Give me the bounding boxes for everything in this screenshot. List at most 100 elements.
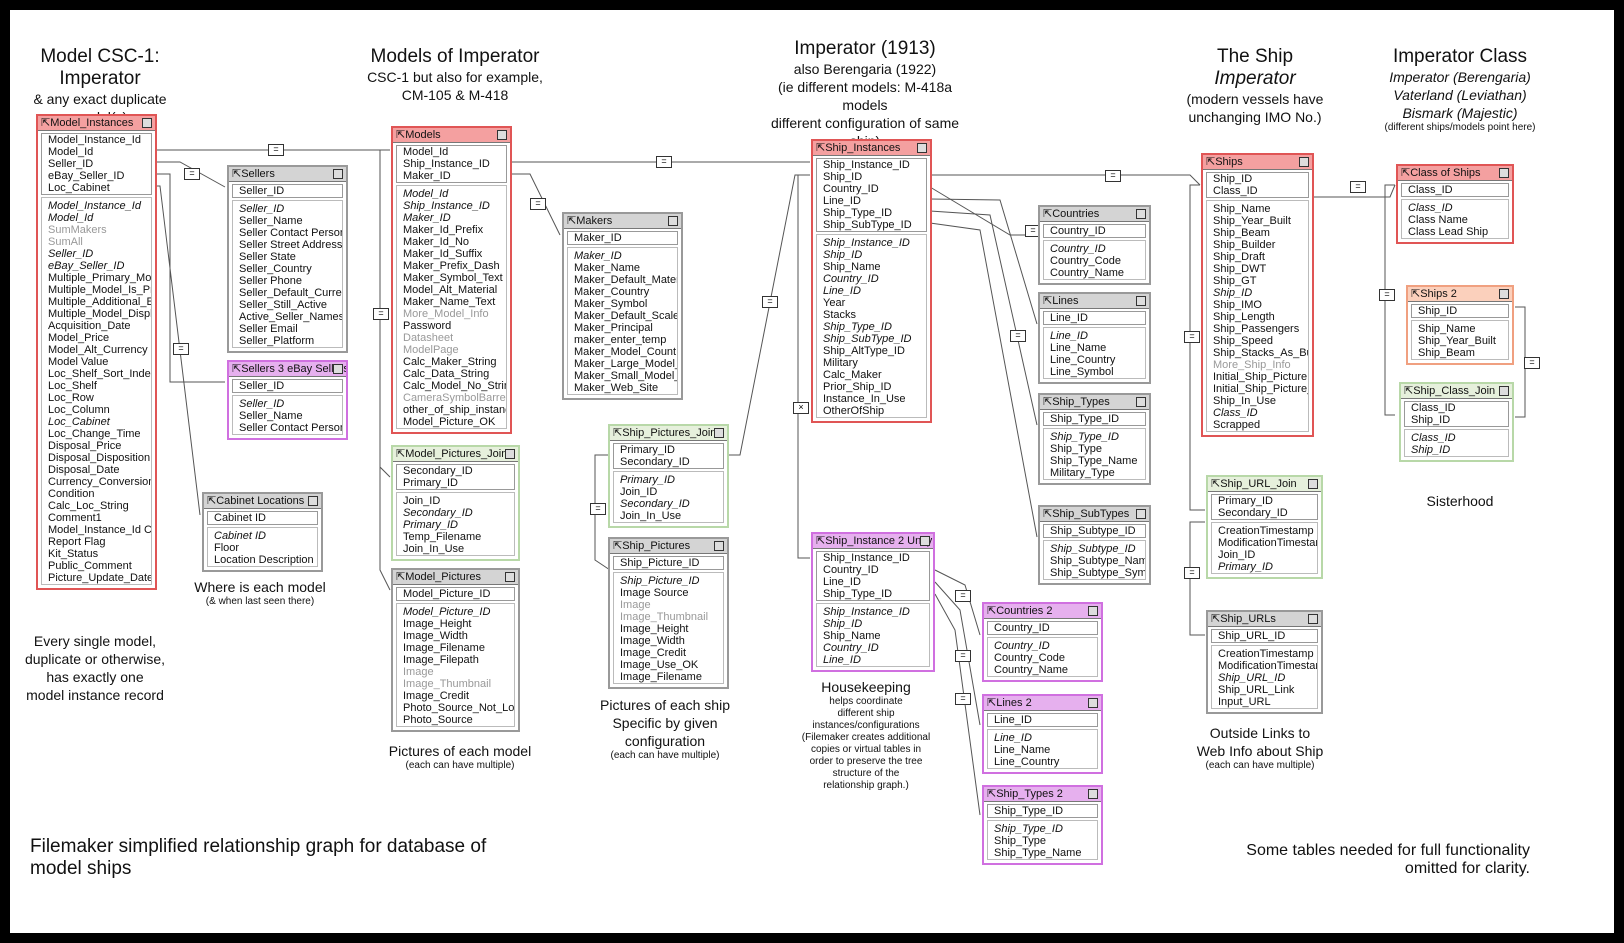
table-field[interactable]: Prior_Ship_ID — [823, 381, 892, 393]
table-header[interactable]: ⇱Countries 2 — [984, 604, 1101, 619]
key-field[interactable]: Maker_ID — [574, 232, 622, 244]
table-header[interactable]: ⇱Cabinet Locations — [204, 494, 321, 509]
table-field[interactable]: Maker_ID — [574, 250, 622, 262]
table-field[interactable]: Ship_Instance_ID — [403, 200, 490, 212]
key-field[interactable]: Ship_SubType_ID — [823, 219, 912, 231]
table-field[interactable]: Ship_Beam — [1418, 347, 1475, 359]
table-field[interactable]: Image_Credit — [403, 690, 470, 702]
table-field[interactable]: Initial_Ship_Picture_... — [1213, 383, 1308, 395]
table-field[interactable]: Military — [823, 357, 858, 369]
table-field[interactable]: Ship_Type_ID — [994, 823, 1063, 835]
key-field[interactable]: Country_ID — [823, 564, 879, 576]
table-field[interactable]: Ship_SubType_ID — [823, 333, 912, 345]
key-field[interactable]: Ship_ID — [1418, 305, 1458, 317]
table-field[interactable]: ModificationTimestamp — [1218, 537, 1317, 549]
key-field[interactable]: Seller_ID — [239, 380, 285, 392]
table-header[interactable]: ⇱Ship_Instances — [813, 141, 930, 156]
collapse-icon[interactable] — [333, 364, 343, 374]
table-field[interactable]: Image_Thumbnail — [403, 678, 492, 690]
table-field[interactable]: Comment1 — [48, 512, 102, 524]
table-field[interactable]: Ship_Name — [1213, 203, 1271, 215]
table-field[interactable]: Line_Country — [1050, 354, 1116, 366]
table-field[interactable]: Ship_Type — [994, 835, 1046, 847]
table-field[interactable]: Ship_Passengers — [1213, 323, 1300, 335]
table-header[interactable]: ⇱Ships 2 — [1408, 287, 1512, 302]
key-field[interactable]: Class_ID — [1411, 402, 1456, 414]
table-field[interactable]: Ship_AltType_ID — [823, 345, 905, 357]
key-field[interactable]: Ship_ID — [1411, 414, 1451, 426]
key-field[interactable]: Primary_ID — [620, 444, 676, 456]
table-field[interactable]: Seller_Still_Active — [239, 299, 328, 311]
table-field[interactable]: Temp_Filename — [403, 531, 482, 543]
table-field[interactable]: Ship_ID — [1213, 287, 1253, 299]
table-field[interactable]: Ship_ID — [1411, 444, 1451, 456]
table-field[interactable]: Model_Id — [48, 212, 94, 224]
table-field[interactable]: Ship_GT — [1213, 275, 1257, 287]
table-field[interactable]: Report Flag — [48, 536, 106, 548]
collapse-icon[interactable] — [668, 216, 678, 226]
table-field[interactable]: Model_Picture_OK — [403, 416, 496, 428]
table-field[interactable]: Line_ID — [823, 285, 861, 297]
key-field[interactable]: Secondary_ID — [403, 465, 473, 477]
table-field[interactable]: Ship_Type_ID — [1050, 431, 1119, 443]
table-header[interactable]: ⇱Sellers 3 eBay Sellers — [229, 362, 346, 377]
key-field[interactable]: Ship_URL_ID — [1218, 630, 1286, 642]
table-field[interactable]: Scrapped — [1213, 419, 1261, 431]
table-field[interactable]: Ship_Picture_ID — [620, 575, 700, 587]
collapse-icon[interactable] — [917, 143, 927, 153]
table-field[interactable]: Ship_Subtype_Symbol — [1050, 567, 1145, 579]
table-field[interactable]: SumAll — [48, 236, 83, 248]
table-field[interactable]: Ship_Type_Name — [994, 847, 1082, 859]
table-field[interactable]: Ship_Instance_ID — [823, 606, 910, 618]
table-field[interactable]: Multiple_Primary_Mo... — [48, 272, 151, 284]
table-header[interactable]: ⇱Ships — [1203, 155, 1312, 170]
table-field[interactable]: Model_Instance_Id C... — [48, 524, 151, 536]
table-field[interactable]: Ship_Beam — [1213, 227, 1270, 239]
table-field[interactable]: Model_Id — [403, 188, 449, 200]
table-field[interactable]: Line_ID — [994, 732, 1032, 744]
table-field[interactable]: Year — [823, 297, 846, 309]
table-field[interactable]: SumMakers — [48, 224, 107, 236]
table-field[interactable]: Country_Code — [994, 652, 1065, 664]
table-header[interactable]: ⇱Ship_Pictures — [610, 539, 727, 554]
table-field[interactable]: Model_Alt_Material — [403, 284, 498, 296]
table-field[interactable]: Line_Country — [994, 756, 1060, 768]
key-field[interactable]: Seller_ID — [48, 158, 94, 170]
table-field[interactable]: Image — [403, 666, 434, 678]
table-field[interactable]: Maker_Symbol_Text — [403, 272, 503, 284]
collapse-icon[interactable] — [714, 428, 724, 438]
table-field[interactable]: Multiple_Model_Displ... — [48, 308, 151, 320]
table-field[interactable]: Ship_Name — [823, 630, 881, 642]
collapse-icon[interactable] — [714, 541, 724, 551]
collapse-icon[interactable] — [1088, 606, 1098, 616]
table-header[interactable]: ⇱Class of Ships — [1398, 166, 1512, 181]
collapse-icon[interactable] — [308, 496, 318, 506]
key-field[interactable]: Line_ID — [994, 714, 1032, 726]
table-field[interactable]: ModelPage — [403, 344, 459, 356]
table-header[interactable]: ⇱Model_Pictures — [393, 570, 518, 585]
table-field[interactable]: Ship_Speed — [1213, 335, 1273, 347]
table-field[interactable]: Ship_Type — [1050, 443, 1102, 455]
key-field[interactable]: Primary_ID — [1218, 495, 1274, 507]
table-header[interactable]: ⇱Ship_URLs — [1208, 612, 1321, 627]
collapse-icon[interactable] — [1308, 479, 1318, 489]
table-field[interactable]: Photo_Source — [403, 714, 473, 726]
key-field[interactable]: Class_ID — [1408, 184, 1453, 196]
key-field[interactable]: Ship_Instance_ID — [403, 158, 490, 170]
table-field[interactable]: Country_Name — [994, 664, 1068, 676]
key-field[interactable]: Ship_ID — [1213, 173, 1253, 185]
collapse-icon[interactable] — [142, 118, 152, 128]
table-field[interactable]: Maker_Principal — [574, 322, 653, 334]
table-field[interactable]: Seller_ID — [239, 203, 285, 215]
table-field[interactable]: Maker_Id_Prefix — [403, 224, 484, 236]
table-field[interactable]: Ship_Length — [1213, 311, 1275, 323]
key-field[interactable]: Secondary_ID — [620, 456, 690, 468]
table-field[interactable]: Maker_Default_Scale — [574, 310, 677, 322]
key-field[interactable]: Model_Id — [403, 146, 449, 158]
